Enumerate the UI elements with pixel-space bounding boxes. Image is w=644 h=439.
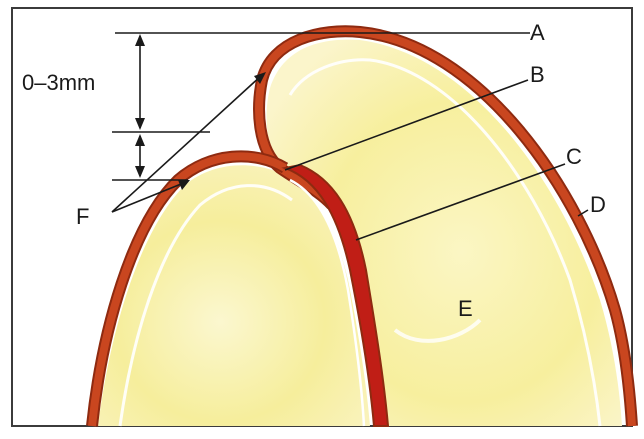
dim-arrowhead-upper-bottom	[135, 118, 145, 130]
dim-arrowhead-top	[135, 34, 145, 46]
label-f: F	[76, 204, 89, 229]
measurement-label: 0–3mm	[22, 70, 95, 95]
label-a: A	[530, 20, 545, 45]
label-d: D	[590, 192, 606, 217]
label-e: E	[458, 296, 473, 321]
dim-arrowhead-lower-top	[135, 134, 145, 146]
label-b: B	[530, 62, 545, 87]
dim-arrowhead-lower-bottom	[135, 166, 145, 178]
label-c: C	[566, 144, 582, 169]
